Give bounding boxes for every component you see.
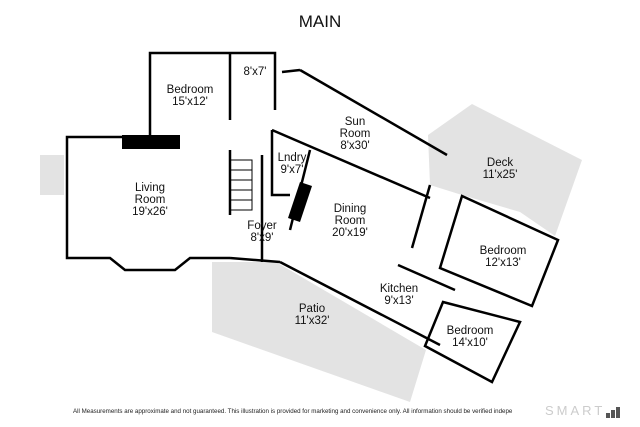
floor-title: MAIN [298,12,342,31]
room-name: Deck [486,157,514,169]
room-name: Patio [298,303,326,315]
room-name: Lndry [277,152,307,164]
room-sun-room: Sun Room 8'x30' [340,116,371,152]
room-kitchen: Kitchen 9'x13' [380,283,418,307]
room-size: 8'x9' [250,232,274,244]
room-living-room: Living Room 19'x26' [132,182,168,218]
fireplaces [122,135,312,222]
room-name: Bedroom [446,325,494,337]
stairs [229,159,253,211]
logo: SMART [542,403,621,418]
room-name: Kitchen [379,283,419,295]
logo-text: SMART [545,403,606,418]
room-name: Dining [333,203,367,215]
fireplace-living [122,135,180,149]
room-foyer: Foyer 8'x9' [247,220,276,244]
room-size: 9'x13' [384,295,414,307]
porch-area [40,155,64,195]
deck-area [428,104,582,236]
patio-area [212,262,426,402]
room-laundry: Lndry 9'x7' [278,152,307,176]
room-name: Bedroom [479,245,527,257]
room-size: 9'x7' [280,164,304,176]
room-name: Sun [344,116,366,128]
room-name: Room [334,215,366,227]
room-size: 19'x26' [132,206,168,218]
room-bedroom-1: Bedroom 15'x12' [167,84,214,108]
room-bath-1: 8'x7' [244,66,267,78]
room-size: 11'x25' [482,169,518,181]
room-size: 12'x13' [485,257,521,269]
room-size: 8'x7' [243,66,267,78]
room-deck: Deck 11'x25' [483,157,518,181]
room-size: 15'x12' [172,96,208,108]
room-size: 8'x30' [340,140,370,152]
room-name: Room [339,128,371,140]
room-patio: Patio 11'x32' [295,303,330,327]
room-dining-room: Dining Room 20'x19' [332,203,368,239]
room-size: 14'x10' [452,337,488,349]
room-name: Bedroom [166,84,214,96]
outdoor-areas [40,104,582,402]
fireplace-dining [288,182,312,222]
room-name: Living [134,182,166,194]
room-bedroom-2: Bedroom 12'x13' [480,245,527,269]
room-size: 20'x19' [332,227,368,239]
disclaimer: All Measurements are approximate and not… [73,408,513,415]
room-name: Room [134,194,166,206]
room-name: Foyer [247,220,277,232]
room-size: 11'x32' [294,315,330,327]
room-bedroom-3: Bedroom 14'x10' [447,325,494,349]
